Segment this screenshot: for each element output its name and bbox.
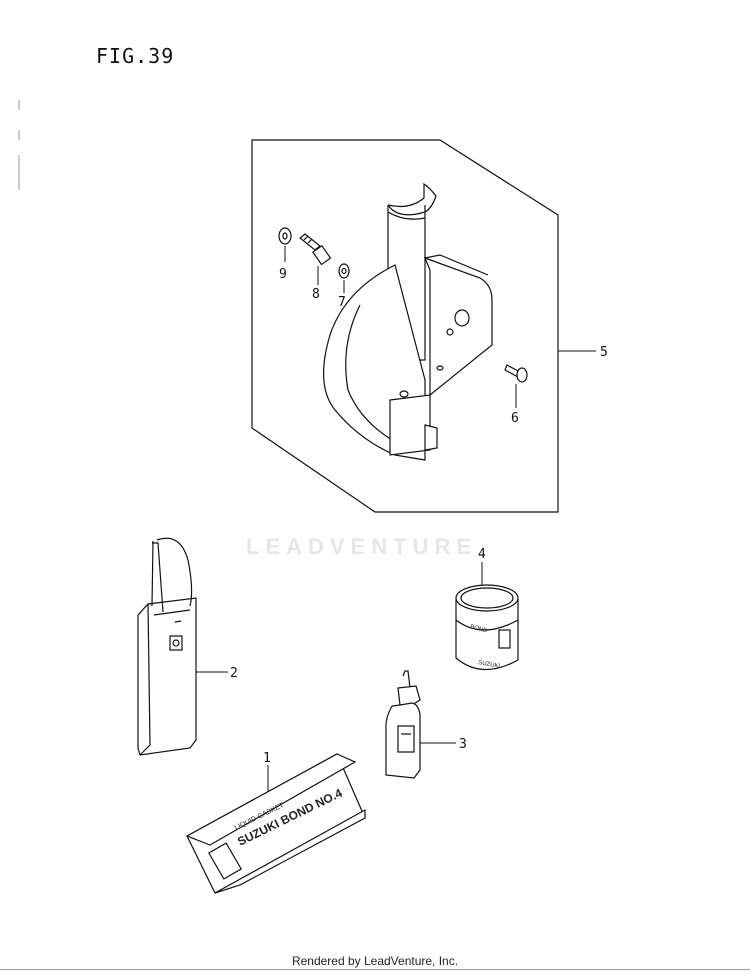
callout-6: 6	[511, 411, 519, 426]
callout-4: 4	[478, 547, 486, 562]
leader-lines	[196, 246, 596, 792]
bottle-3	[385, 670, 421, 779]
assembly-boundary-box	[251, 139, 559, 513]
footer-credit: Rendered by LeadVenture, Inc.	[291, 954, 459, 968]
callout-2: 2	[230, 666, 238, 681]
bolt-8	[299, 233, 332, 266]
gasket-box-1: LIQUID GASKET SUZUKI BOND NO.4	[185, 753, 366, 894]
footer-divider	[0, 969, 750, 970]
callout-5: 5	[600, 345, 608, 360]
can-4: BOND SUZUKI	[455, 584, 519, 671]
tube-package-2	[137, 537, 197, 756]
can-brand-text: SUZUKI	[478, 660, 501, 670]
callout-9: 9	[279, 267, 287, 282]
washer-9	[278, 227, 292, 245]
watermark-text: LEADVENTURE	[246, 534, 478, 559]
can-label-text: BOND	[469, 624, 488, 634]
figure-title: FIG.39	[96, 44, 175, 68]
callout-1: 1	[263, 751, 271, 766]
bracket-assembly	[323, 182, 493, 461]
callout-7: 7	[338, 295, 346, 310]
callout-8: 8	[312, 287, 320, 302]
screw-6	[504, 364, 528, 383]
washer-7	[338, 263, 350, 279]
callout-3: 3	[459, 737, 467, 752]
